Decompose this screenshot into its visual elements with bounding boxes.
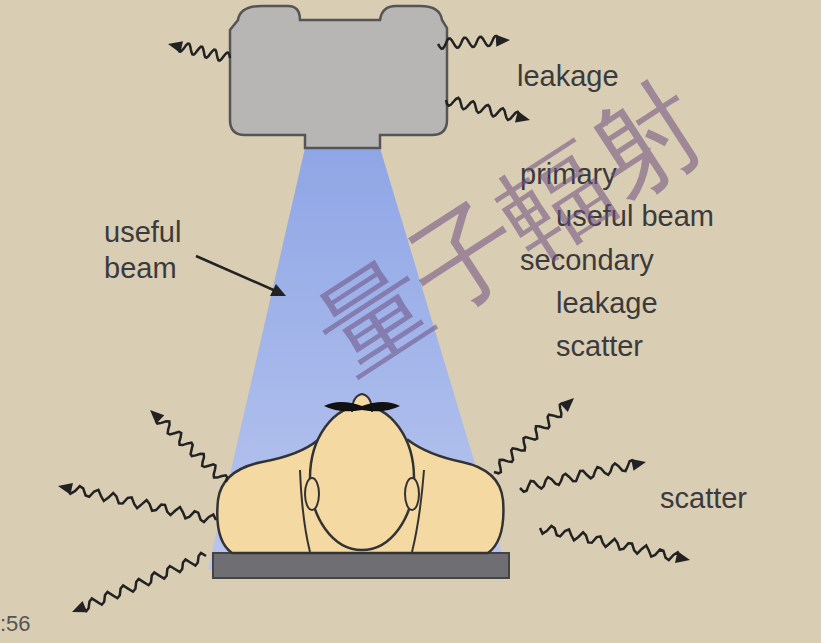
wave-arrow [446,98,520,120]
wave-arrow [178,44,230,61]
wave-arrow [540,526,680,560]
wave-arrowhead [515,111,530,123]
wave-arrowhead [58,483,73,495]
radiation-label: scatter [660,482,747,515]
wave-arrow [520,460,636,492]
table [213,553,509,578]
wave-arrowhead [560,398,574,412]
wave-arrow [68,486,216,522]
wave-arrowhead [168,41,183,53]
wave-arrowhead [631,459,646,471]
wave-arrow [156,417,227,482]
radiation-label: leakage [556,287,658,320]
wave-arrowhead [150,410,164,424]
radiation-label: scatter [556,330,643,363]
wave-arrowhead [675,551,690,563]
wave-arrowhead [496,35,510,47]
pointer-line [196,256,278,292]
mustache [324,402,400,411]
wave-arrow [438,36,500,49]
radiation-label: useful beam [104,214,214,286]
wave-arrowhead [72,601,87,612]
wave-arrow [81,553,206,611]
tube-housing [230,6,447,148]
page-number: :56 [0,612,31,636]
patient-head [310,406,414,550]
pointer-head [270,284,286,296]
radiation-label: leakage [517,60,619,93]
wave-arrow [494,404,567,474]
right-ear [405,478,419,510]
left-ear [305,478,319,510]
